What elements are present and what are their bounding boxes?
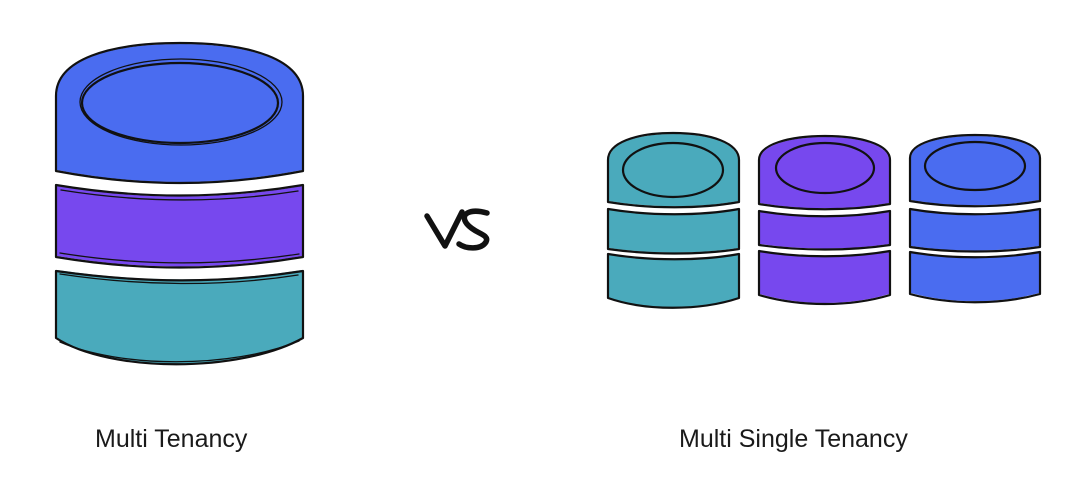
stack2-lid-ellipse xyxy=(774,141,876,195)
big-db-bottom-outline xyxy=(54,269,305,366)
stack2-middle-outline xyxy=(757,209,892,251)
big-db-bottom-sketch xyxy=(59,273,300,363)
stack3-bottom-outline xyxy=(908,250,1042,304)
multi-tenancy-caption: Multi Tenancy xyxy=(95,425,248,453)
big-db-middle-segment xyxy=(57,186,302,267)
big-db-bottom-segment xyxy=(57,270,302,364)
stack1-top-segment xyxy=(609,134,738,207)
single-tenant-database-icon-blue xyxy=(908,133,1042,304)
stack3-lid-ellipse xyxy=(923,140,1027,192)
stack1-middle-segment xyxy=(609,210,738,253)
vs-letter-v xyxy=(424,209,465,249)
stack2-middle-segment xyxy=(760,212,889,249)
stack3-middle-outline xyxy=(908,207,1042,253)
stack1-lid-ellipse xyxy=(621,141,725,199)
vs-mark xyxy=(424,208,490,251)
big-db-top-outline xyxy=(54,41,305,185)
stack3-top-segment xyxy=(911,136,1039,206)
multi-single-tenancy-caption: Multi Single Tenancy xyxy=(679,425,908,453)
stack1-top-outline xyxy=(606,131,741,209)
big-db-lid-ellipse xyxy=(80,61,280,145)
big-db-middle-outline xyxy=(54,183,305,269)
stack2-top-segment xyxy=(760,137,889,209)
stack2-top-outline xyxy=(757,134,892,211)
stack3-middle-segment xyxy=(911,210,1039,251)
single-tenant-database-icon-teal xyxy=(606,131,741,309)
stack2-bottom-segment xyxy=(760,252,889,303)
stack1-middle-outline xyxy=(606,207,741,255)
multi-tenancy-database-icon xyxy=(54,41,305,366)
stack3-bottom-segment xyxy=(911,253,1039,302)
vs-letter-s xyxy=(456,208,490,251)
stack2-bottom-outline xyxy=(757,249,892,306)
stack3-top-outline xyxy=(908,133,1042,208)
single-tenant-database-icon-purple xyxy=(757,134,892,306)
big-db-middle-sketch xyxy=(59,189,300,264)
stack1-bottom-segment xyxy=(609,255,738,307)
big-db-top-segment xyxy=(57,44,302,182)
big-db-lid-ellipse-sketch xyxy=(79,58,283,146)
stack1-bottom-outline xyxy=(606,252,741,309)
